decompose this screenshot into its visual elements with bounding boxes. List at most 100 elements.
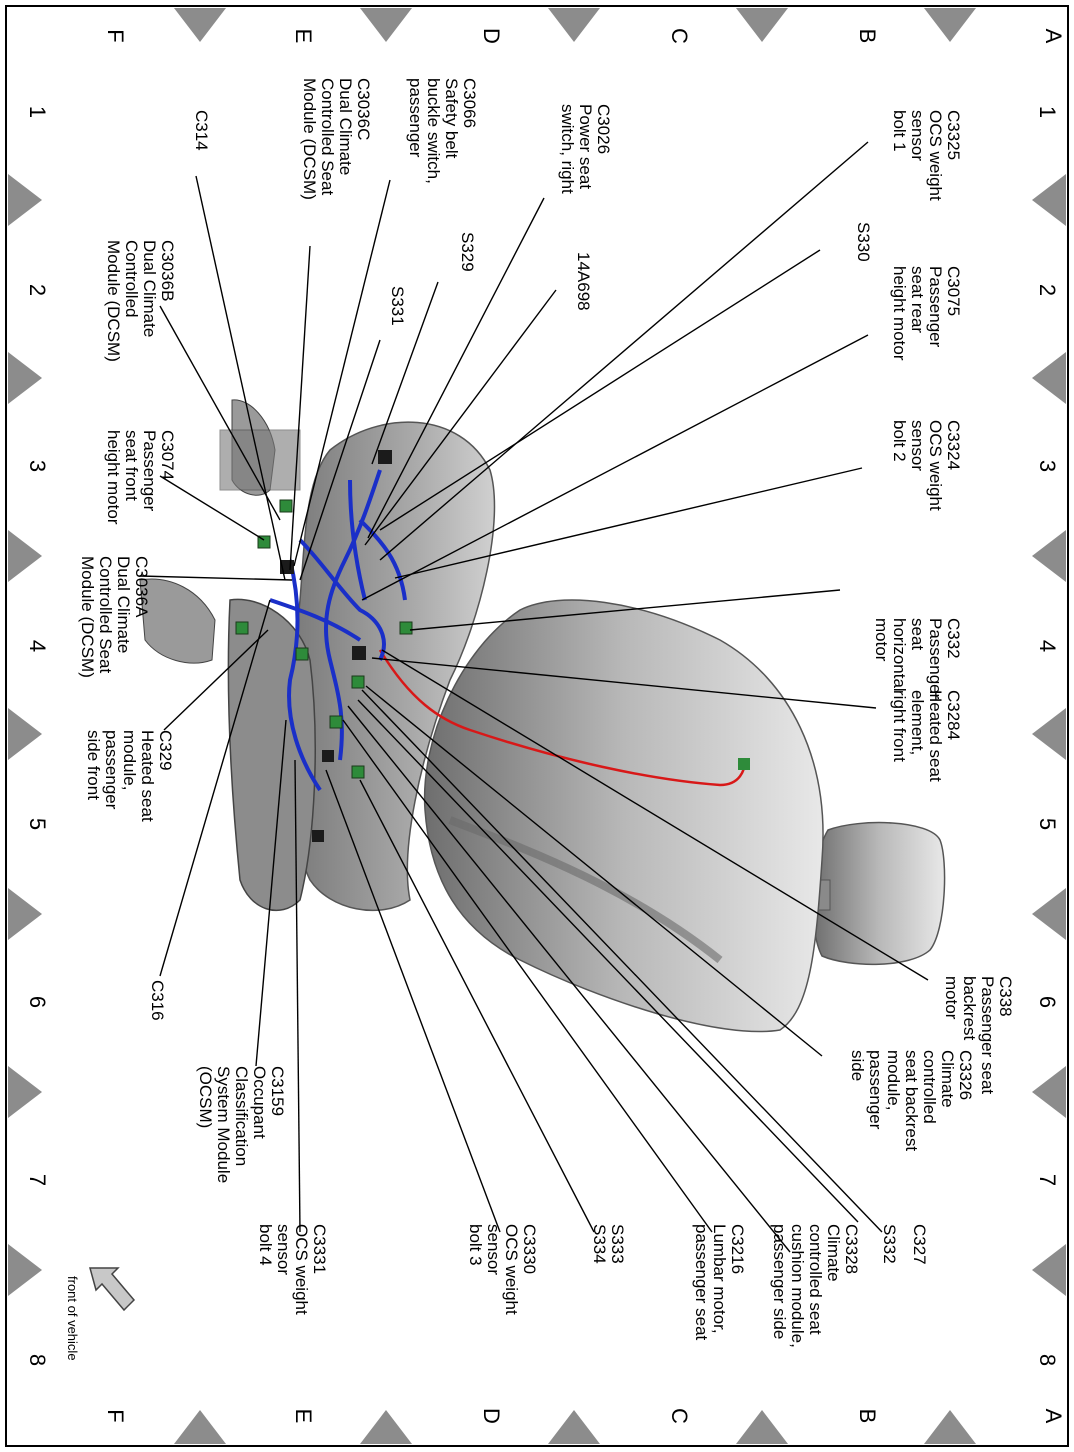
callout-line: Dual Climate xyxy=(140,240,159,337)
grid-marker-right xyxy=(1032,530,1066,582)
grid-marker-top xyxy=(360,8,412,42)
col-label-left-6: 6 xyxy=(25,996,50,1008)
callout-line: OCS weight xyxy=(926,420,945,511)
callout-a14a698: 14A698 xyxy=(574,252,593,311)
callout-line: C3326 xyxy=(956,1050,975,1100)
callout-line: controlled xyxy=(920,1050,939,1124)
callout-line: Occupant xyxy=(250,1066,269,1139)
col-label-left-2: 2 xyxy=(25,284,50,296)
callout-line: C3216 xyxy=(728,1224,747,1274)
row-label-top-b: B xyxy=(855,29,880,44)
col-label-left-5: 5 xyxy=(25,818,50,830)
grid-marker-right xyxy=(1032,174,1066,226)
callout-line: sensor xyxy=(908,420,927,471)
callout-line: Passenger seat xyxy=(978,976,997,1094)
callout-s331: S331 xyxy=(388,286,407,326)
callout-line: C3036A xyxy=(132,556,151,618)
callout-line: OCS weight xyxy=(502,1224,521,1315)
grid-marker-right xyxy=(1032,1244,1066,1296)
grid-marker-top xyxy=(548,8,600,42)
grid-marker-right xyxy=(1032,708,1066,760)
heater-wire xyxy=(378,649,747,787)
headrest xyxy=(812,821,946,966)
callout-line: seat xyxy=(908,618,927,650)
callout-line: Safety belt xyxy=(442,78,461,159)
callout-line: C3330 xyxy=(520,1224,539,1274)
callout-line: Passenger xyxy=(140,430,159,512)
callout-line: S330 xyxy=(854,222,873,262)
callout-line: controlled seat xyxy=(806,1224,825,1335)
callout-line: S329 xyxy=(458,232,477,272)
grid-markers xyxy=(8,8,1066,1444)
row-label-top-f: F xyxy=(103,29,128,42)
callout-line: S332 xyxy=(880,1224,899,1264)
col-label-right-3: 3 xyxy=(1035,460,1060,472)
callout-line: bolt 1 xyxy=(890,110,909,152)
col-label-left-1: 1 xyxy=(25,106,50,118)
col-label-left-7: 7 xyxy=(25,1174,50,1186)
callout-line: C3325 xyxy=(944,110,963,160)
callout-line: C338 xyxy=(996,976,1015,1017)
callout-line: sensor xyxy=(908,110,927,161)
row-label-top-a: A xyxy=(1041,29,1066,44)
grid-marker-left xyxy=(8,174,42,226)
row-label-bottom-d: D xyxy=(479,1408,504,1424)
callout-line: bolt 3 xyxy=(466,1224,485,1266)
grid-marker-right xyxy=(1032,1066,1066,1118)
grid-marker-bottom xyxy=(548,1410,600,1444)
callout-line: module, xyxy=(884,1050,903,1110)
row-label-bottom-b: B xyxy=(855,1409,880,1424)
callout-line: Controlled Seat xyxy=(318,78,337,195)
black-connectors xyxy=(280,450,392,842)
callout-line: C3074 xyxy=(158,430,177,480)
callout-line: C3284 xyxy=(944,690,963,740)
callout-line: horizontal xyxy=(890,618,909,692)
callout-line: C332 xyxy=(944,618,963,659)
callout-line: Heated seat xyxy=(138,730,157,822)
col-label-right-7: 7 xyxy=(1035,1174,1060,1186)
callout-line: sensor xyxy=(484,1224,503,1275)
col-label-right-4: 4 xyxy=(1035,640,1060,652)
grid-marker-bottom xyxy=(360,1410,412,1444)
col-label-left-4: 4 xyxy=(25,640,50,652)
callout-c316: C316 xyxy=(148,980,167,1021)
grid-marker-left xyxy=(8,1244,42,1296)
callout-line: seat rear xyxy=(908,266,927,333)
callout-line: C3328 xyxy=(842,1224,861,1274)
grid-marker-bottom xyxy=(736,1410,788,1444)
callout-line: System Module xyxy=(214,1066,233,1183)
callout-line: Classification xyxy=(232,1066,251,1166)
callout-line: C3036C xyxy=(354,78,373,140)
row-label-top-d: D xyxy=(479,28,504,44)
callout-line: Controlled xyxy=(122,240,141,318)
col-label-right-8: 8 xyxy=(1035,1354,1060,1366)
callout-line: right front xyxy=(890,690,909,762)
callout-line: sensor xyxy=(274,1224,293,1275)
callout-line: passenger seat xyxy=(692,1224,711,1341)
callout-line: switch, right xyxy=(558,104,577,194)
callout-line: bolt 2 xyxy=(890,420,909,462)
grid-marker-right xyxy=(1032,352,1066,404)
callout-line: seat front xyxy=(122,430,141,501)
callout-line: passenger side xyxy=(770,1224,789,1339)
grid-marker-top xyxy=(736,8,788,42)
col-label-left-8: 8 xyxy=(25,1354,50,1366)
callout-line: OCS weight xyxy=(926,110,945,201)
callout-line: C327 xyxy=(910,1224,929,1265)
callout-line: S333 xyxy=(608,1224,627,1264)
callout-line: passenger xyxy=(406,78,425,158)
callout-line: C316 xyxy=(148,980,167,1021)
callout-line: C3324 xyxy=(944,420,963,470)
col-label-right-2: 2 xyxy=(1035,284,1060,296)
